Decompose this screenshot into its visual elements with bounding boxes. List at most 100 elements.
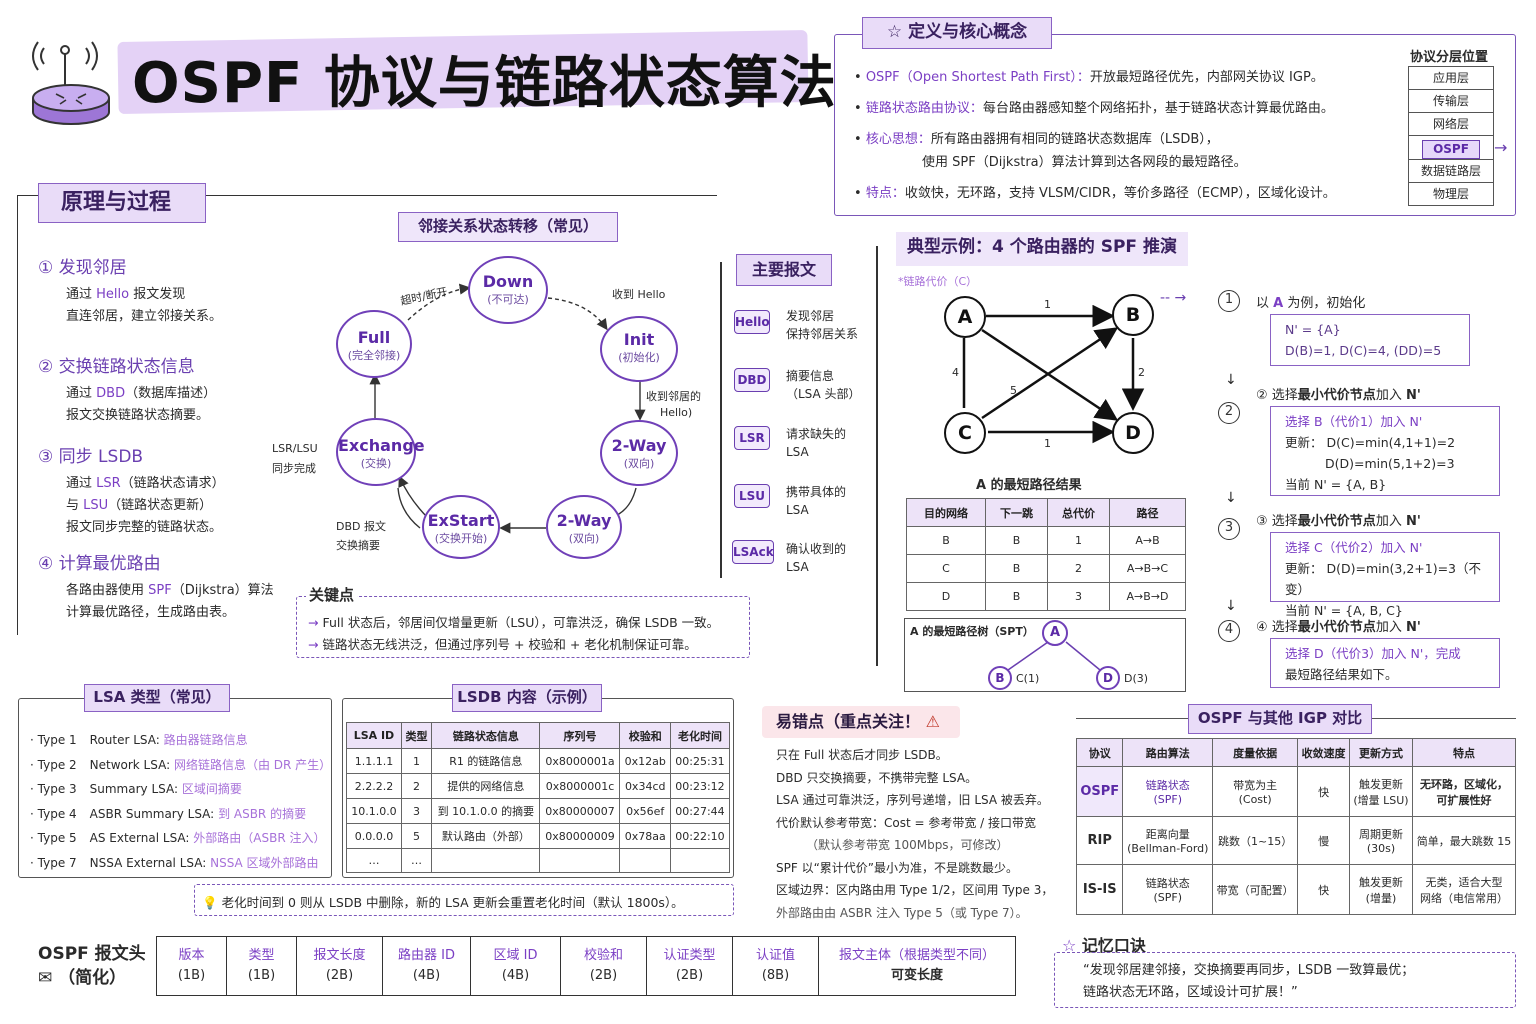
edge-weight: 1	[1044, 437, 1051, 450]
fsm-state-2way-a: 2-Way(双向)	[600, 420, 678, 486]
format-fields: 版本(1B) 类型(1B) 报文长度(2B) 路由器 ID(4B) 区域 ID(…	[156, 936, 1016, 996]
ex-step-box: 选择 D（代价3）加入 N'，完成最短路径结果如下。	[1270, 638, 1500, 688]
star-icon: ☆	[1062, 936, 1077, 955]
stack-title: 协议分层位置	[1410, 50, 1489, 65]
format-field: 认证类型(2B)	[647, 937, 733, 995]
def-line-2: • 链路状态路由协议：每台路由器感知整个网络拓扑，基于链路状态计算最优路由。	[854, 101, 1334, 116]
memo-title: ☆ 记忆口诀	[1062, 936, 1146, 955]
ex-step-title: 以 A 为例，初始化	[1256, 296, 1366, 311]
list-item: SPF 以“累计代价”最小为准，不是跳数最少。	[776, 860, 1019, 875]
step-4: ④ 计算最优路由 各路由器使用 SPF（Dijkstra）算法计算最优路径，生成…	[38, 554, 274, 620]
fsm-label: 同步完成	[272, 462, 316, 475]
format-field: 校验和(2B)	[561, 937, 647, 995]
step-3: ③ 同步 LSDB 通过 LSR（链路状态请求）与 LSU（链路状态更新）报文同…	[38, 447, 225, 535]
edge-weight: 5	[1010, 384, 1017, 397]
step-circle-3: 3	[1218, 518, 1240, 540]
bulb-icon: 💡	[202, 895, 218, 910]
lsdb-note-box	[194, 884, 734, 916]
ex-step-title: ④ 选择最小代价节点加入 N'	[1256, 620, 1421, 635]
cost-note: *链路代价（C）	[898, 275, 978, 288]
graph-node-d: D	[1112, 412, 1154, 454]
format-field: 区域 ID(4B)	[471, 937, 561, 995]
format-field: 类型(1B)	[227, 937, 297, 995]
stack-layer: 数据链路层	[1409, 160, 1493, 183]
fsm-state-down: Down(不可达)	[468, 256, 548, 324]
spt-node-b: B	[988, 666, 1012, 690]
lsa-header: LSA 类型（常见）	[84, 684, 230, 712]
step-circle-2: 2	[1218, 402, 1240, 424]
star-icon: ☆	[886, 22, 903, 42]
ex-step-box: 选择 C（代价2）加入 N'更新： D(D)=min(3,2+1)=3（不变）当…	[1270, 532, 1500, 618]
msg-tag-lsu: LSU	[734, 484, 770, 508]
format-field: 报文主体（根据类型不同）可变长度	[838, 948, 995, 983]
fsm-state-init: Init(初始化)	[600, 316, 678, 382]
pitfalls-header: 易错点（重点关注！ ⚠	[762, 706, 960, 738]
fsm-state-full: Full(完全邻接)	[336, 310, 412, 378]
list-item: 只在 Full 状态后才同步 LSDB。	[776, 748, 948, 762]
example-header: 典型示例：4 个路由器的 SPF 推演	[896, 232, 1188, 266]
format-field: 版本(1B)	[157, 937, 227, 995]
ex-step-title: ② 选择最小代价节点加入 N'	[1256, 388, 1421, 403]
result-col: 下一跳	[985, 498, 1049, 527]
definition-header: ☆ 定义与核心概念	[862, 17, 1052, 49]
memo-box: “发现邻居建邻接，交换摘要再同步，LSDB 一致算最优； 链路状态无环路，区域设…	[1054, 952, 1516, 1008]
format-field: 认证值(8B)	[733, 937, 819, 995]
fsm-title: 邻接关系状态转移（常见）	[398, 212, 618, 242]
msg-tag-lsr: LSR	[734, 426, 770, 450]
list-item: DBD 只交换摘要，不携带完整 LSA。	[776, 770, 978, 785]
msg-tag-hello: Hello	[734, 310, 770, 334]
step-circle-1: 1	[1218, 290, 1240, 312]
step-2: ② 交换链路状态信息 通过 DBD（数据库描述）报文交换链路状态摘要。	[38, 357, 217, 423]
down-arrow-icon: ↓	[1225, 598, 1237, 614]
router-icon	[26, 30, 116, 130]
key-point-1: → Full 状态后，邻居间仅增量更新（LSU），可靠洪泛，确保 LSDB 一致…	[308, 615, 720, 630]
stack-layer: 网络层	[1409, 113, 1493, 136]
lsdb-header: LSDB 内容（示例）	[452, 684, 602, 712]
lsdb-note: 💡 老化时间到 0 则从 LSDB 中删除，新的 LSA 更新会重置老化时间（默…	[202, 895, 684, 910]
edge-weight: 2	[1138, 366, 1145, 379]
fsm-label: LSR/LSU	[272, 442, 318, 455]
stack-layer-ospf: OSPF	[1422, 140, 1480, 159]
mail-icon: ✉	[38, 968, 53, 988]
list-item: 外部路由由 ASBR 注入 Type 5（或 Type 7）。	[776, 905, 1028, 920]
messages-frame	[720, 262, 722, 578]
ex-step-box: N' = {A}D(B)=1, D(C)=4, (DD)=5	[1270, 314, 1470, 366]
key-points-box	[296, 596, 750, 658]
fsm-label: 收到 Hello	[612, 288, 666, 301]
def-line-5: • 特点：收敛快，无环路，支持 VLSM/CIDR，等价多路径（ECMP），区域…	[854, 186, 1336, 201]
step-circle-4: 4	[1218, 620, 1240, 642]
fsm-label: 收到邻居的	[646, 390, 701, 403]
definition-panel	[834, 34, 1516, 216]
spt-box	[904, 618, 1186, 692]
result-col: 路径	[1109, 498, 1186, 527]
arrow-right-icon: →	[1494, 138, 1508, 157]
down-arrow-icon: ↓	[1225, 490, 1237, 506]
format-label: OSPF 报文头 ✉ （简化）	[38, 944, 146, 988]
msg-desc: 发现邻居保持邻居关系	[786, 309, 859, 341]
format-field: 报文长度(2B)	[297, 937, 383, 995]
fsm-label: DBD 报文	[336, 520, 386, 533]
fsm-label: 交换摘要	[336, 539, 380, 552]
msg-tag-lsack: LSAck	[732, 540, 774, 564]
ex-step-title: ③ 选择最小代价节点加入 N'	[1256, 514, 1421, 529]
spt-node-a: A	[1042, 620, 1068, 646]
msg-desc: 摘要信息（LSA 头部）	[786, 369, 861, 401]
fsm-state-2way-b: 2-Way(双向)	[546, 495, 622, 559]
warning-icon: ⚠	[925, 712, 940, 731]
